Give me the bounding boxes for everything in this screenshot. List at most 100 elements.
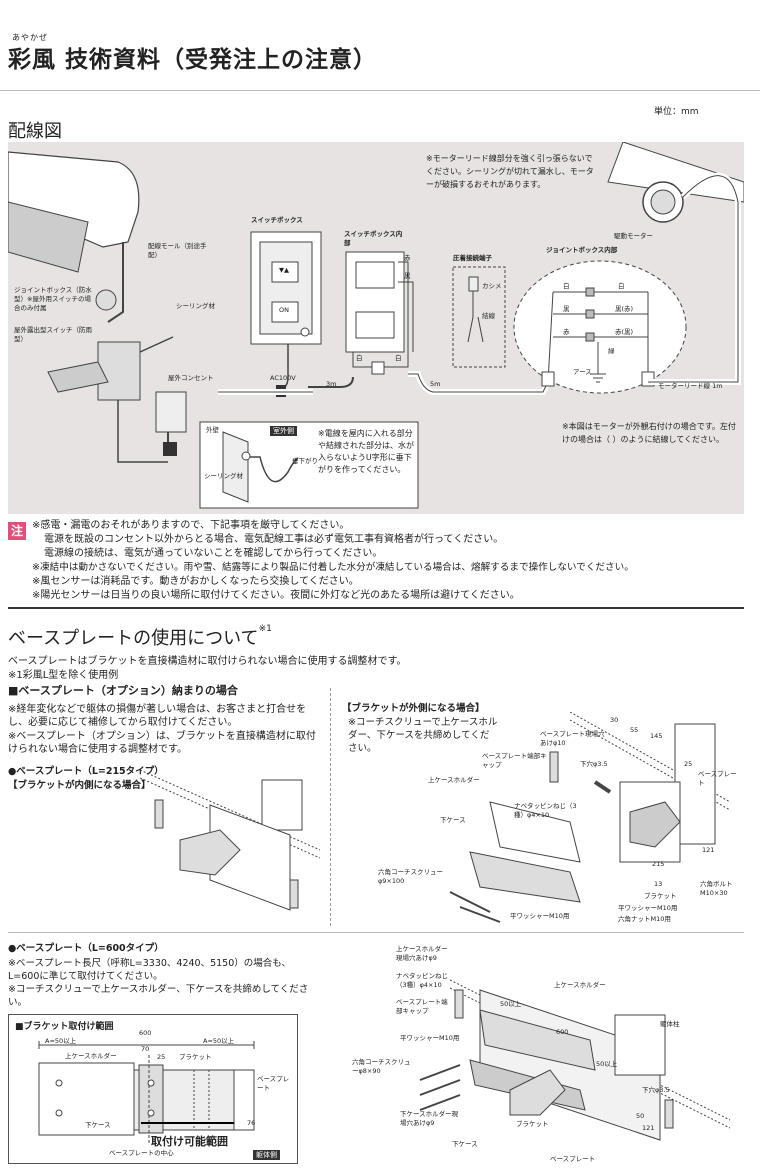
outer-washer: 平ワッシャーM10用 [510, 912, 570, 920]
wiring-drawing [8, 142, 744, 509]
b600-upper-holder: 上ケースホルダー [554, 981, 606, 989]
type600-label: ●ベースプレート（L=600タイプ） [8, 943, 164, 954]
notice-line-6: ※陽光センサーは日当りの良い場所に取付けてください。夜間に外灯など光のあたる場所… [32, 590, 520, 601]
range-upper-holder: 上ケースホルダー [65, 1052, 117, 1060]
range-dim-600: 600 [139, 1029, 152, 1037]
type600-note-1: ※ベースプレート長尺（呼称L=3330、4240、5150）の場合も、L=600… [8, 958, 291, 982]
jbox-black-red: 黒(赤) [615, 305, 634, 313]
column-divider [330, 688, 331, 926]
b600-body-pillar: 躯体柱 [660, 1020, 680, 1028]
baseplate-sub-note-2: ※ベースプレート（オプション）は、ブラケットを直接構造材に取付けられない場合に使… [8, 731, 316, 755]
baseplate-intro: ベースプレートはブラケットを直接構造材に取付けられない場合に使用する調整材です。 [8, 656, 407, 667]
inner-bracket-drawing [140, 770, 320, 911]
page-title: 彩風 技術資料（受発注上の注意） [8, 47, 378, 73]
dim-25: 25 [684, 760, 693, 768]
jbox-inside-label: ジョイントボックス内部 [546, 246, 618, 254]
baseplate-heading-sup: ※1 [258, 624, 272, 634]
outer-coach: 六角コーチスクリューφ9×100 [378, 868, 443, 886]
b600-lower-case: 下ケース [452, 1140, 478, 1148]
outer-bracket-drawing [449, 712, 731, 923]
earth-label: アース [573, 368, 592, 376]
dim-30: 30 [610, 716, 619, 724]
range-title: ■ブラケット取付け範囲 [15, 1022, 114, 1032]
switch-box-label: スイッチボックス [251, 216, 303, 224]
button-updown: ▼▲ [279, 266, 289, 274]
outer-baseplate: ベースプレート [698, 770, 737, 788]
b600-dim-50-2: 50以上 [596, 1060, 618, 1068]
range-body-badge: 躯体側 [253, 1150, 280, 1160]
range-a-right: A=50以上 [203, 1037, 235, 1045]
b600-dim-50-1: 50以上 [500, 1000, 522, 1008]
wiring-heading: 配線図 [8, 121, 62, 142]
switch-box-inside-label: スイッチボックス内部 [344, 230, 403, 248]
wire-red: 赤 [404, 254, 411, 262]
b600-dim-121: 121 [642, 1124, 655, 1132]
type215-label: ●ベースプレート（L=215タイプ） [8, 766, 164, 777]
jbox-red-black: 赤(黒) [615, 328, 634, 336]
outer-lower-hole: ベースプレート現場穴あけφ10 [540, 730, 605, 748]
notice-line-5: ※風センサーは消耗品です。動きがおかしくなったら交換してください。 [32, 576, 359, 587]
b600-lower-hole: 下ケースホルダー現場穴あけφ9 [400, 1110, 459, 1128]
outer-lower-case: 下ケース [440, 816, 466, 824]
dim-121: 121 [702, 846, 715, 854]
jbox-red: 赤 [563, 328, 570, 336]
motor-note: ※モーターリード線部分を強く引っ張らないでください。シーリングが切れて漏水し、モ… [426, 154, 594, 189]
range-dim-25: 25 [157, 1053, 166, 1061]
notice-line-2: 電源を既設のコンセント以外からとる場合、電気配線工事は必ず電気工事有資格者が行っ… [44, 534, 504, 545]
outlet-label: 屋外コンセント [168, 374, 214, 382]
range-lower-case: 下ケース [85, 1121, 111, 1129]
dim-13: 13 [654, 880, 663, 888]
jbox-white-2: 白 [618, 282, 625, 290]
b600-washer: 平ワッシャーM10用 [400, 1034, 460, 1042]
wire-white-1: 白 [356, 354, 363, 362]
range-bracket: ブラケット [179, 1053, 212, 1061]
mold-label: 配線モール（別途手配） [148, 242, 207, 260]
motor-label: 駆動モーター [614, 232, 653, 240]
length-3m: 3m [326, 380, 337, 388]
notice-line-4: ※凍結中は動かさないでください。雨や雪、結露等により製品に付着した水分が凍結して… [32, 562, 634, 573]
b600-upper-hole: 上ケースホルダー現場穴あけφ9 [396, 945, 448, 963]
b600-end-cap: ベースプレート端部キャップ [396, 998, 448, 1016]
range-dim-70: 70 [141, 1045, 150, 1053]
outer-washer2: 平ワッシャーM10用 [618, 904, 678, 912]
inset-note: ※電線を屋内に入れる部分や結線された部分は、水が入らないようU字形に垂下がりを作… [318, 429, 414, 474]
wall-label: 外壁 [206, 426, 219, 434]
outdoor-side-badge: 室外側 [270, 426, 297, 436]
range-label: 取付け可能範囲 [151, 1135, 228, 1148]
range-center: ベースプレートの中心 [109, 1149, 174, 1157]
section-divider [8, 607, 744, 609]
jbox-white-1: 白 [563, 282, 570, 290]
outer-bolt: 六角ボルトM10×30 [700, 880, 733, 898]
notice-line-1: ※感電・漏電のおそれがありますので、下記事項を厳守してください。 [32, 520, 350, 531]
outer-note: ※コーチスクリューで上ケースホルダー、下ケースを共締めしてください。 [348, 717, 498, 754]
title-ruby: あやかぜ [12, 33, 48, 42]
range-a-left: A=50以上 [45, 1037, 77, 1045]
b600-baseplate: ベースプレート [550, 1155, 596, 1163]
range-drawing [38, 1041, 255, 1145]
sealing2-label: シーリング材 [204, 472, 243, 480]
inner-case-label: 【ブラケットが内側になる場合】 [8, 780, 151, 791]
crimp-part-2: 結線 [482, 312, 495, 320]
outer-nut: 六角ナットM10用 [618, 915, 671, 923]
baseplate-sub-heading: ■ベースプレート（オプション）納まりの場合 [8, 684, 238, 697]
caution-icon: 注 [8, 522, 26, 540]
type600-note-2: ※コーチスクリューで上ケースホルダー、下ケースを共締めしてください。 [8, 984, 309, 1008]
right-note: ※本図はモーターが外観右付けの場合です。左付けの場合は（ ）のように結線してくだ… [562, 422, 736, 444]
outer-screw: ナベタッピンねじ（3種）φ4×10 [514, 802, 577, 820]
jbox-black: 黒 [563, 305, 570, 313]
ac-label: AC100V [270, 374, 296, 382]
baseplate-note1: ※1彩風L型を除く使用例 [8, 670, 119, 681]
b600-bracket: ブラケット [516, 1120, 549, 1128]
baseplate-sub-note-1: ※経年変化などで躯体の損傷が著しい場合は、お客さまと打合せをし、必要に応じて補修… [8, 704, 307, 728]
divider [0, 90, 760, 91]
dim-145: 145 [650, 732, 663, 740]
divider-2 [8, 932, 744, 933]
baseplate-heading: ベースプレートの使用について※1 [8, 624, 272, 650]
drip-label: 垂下がり [292, 457, 318, 465]
button-on: ON [279, 306, 289, 314]
crimp-part-1: カシメ [482, 282, 502, 290]
type600-drawing [419, 979, 731, 1141]
range-baseplate: ベースプレート [257, 1075, 290, 1093]
unit-label: 単位：mm [654, 107, 699, 117]
wire-white-2: 白 [395, 354, 402, 362]
